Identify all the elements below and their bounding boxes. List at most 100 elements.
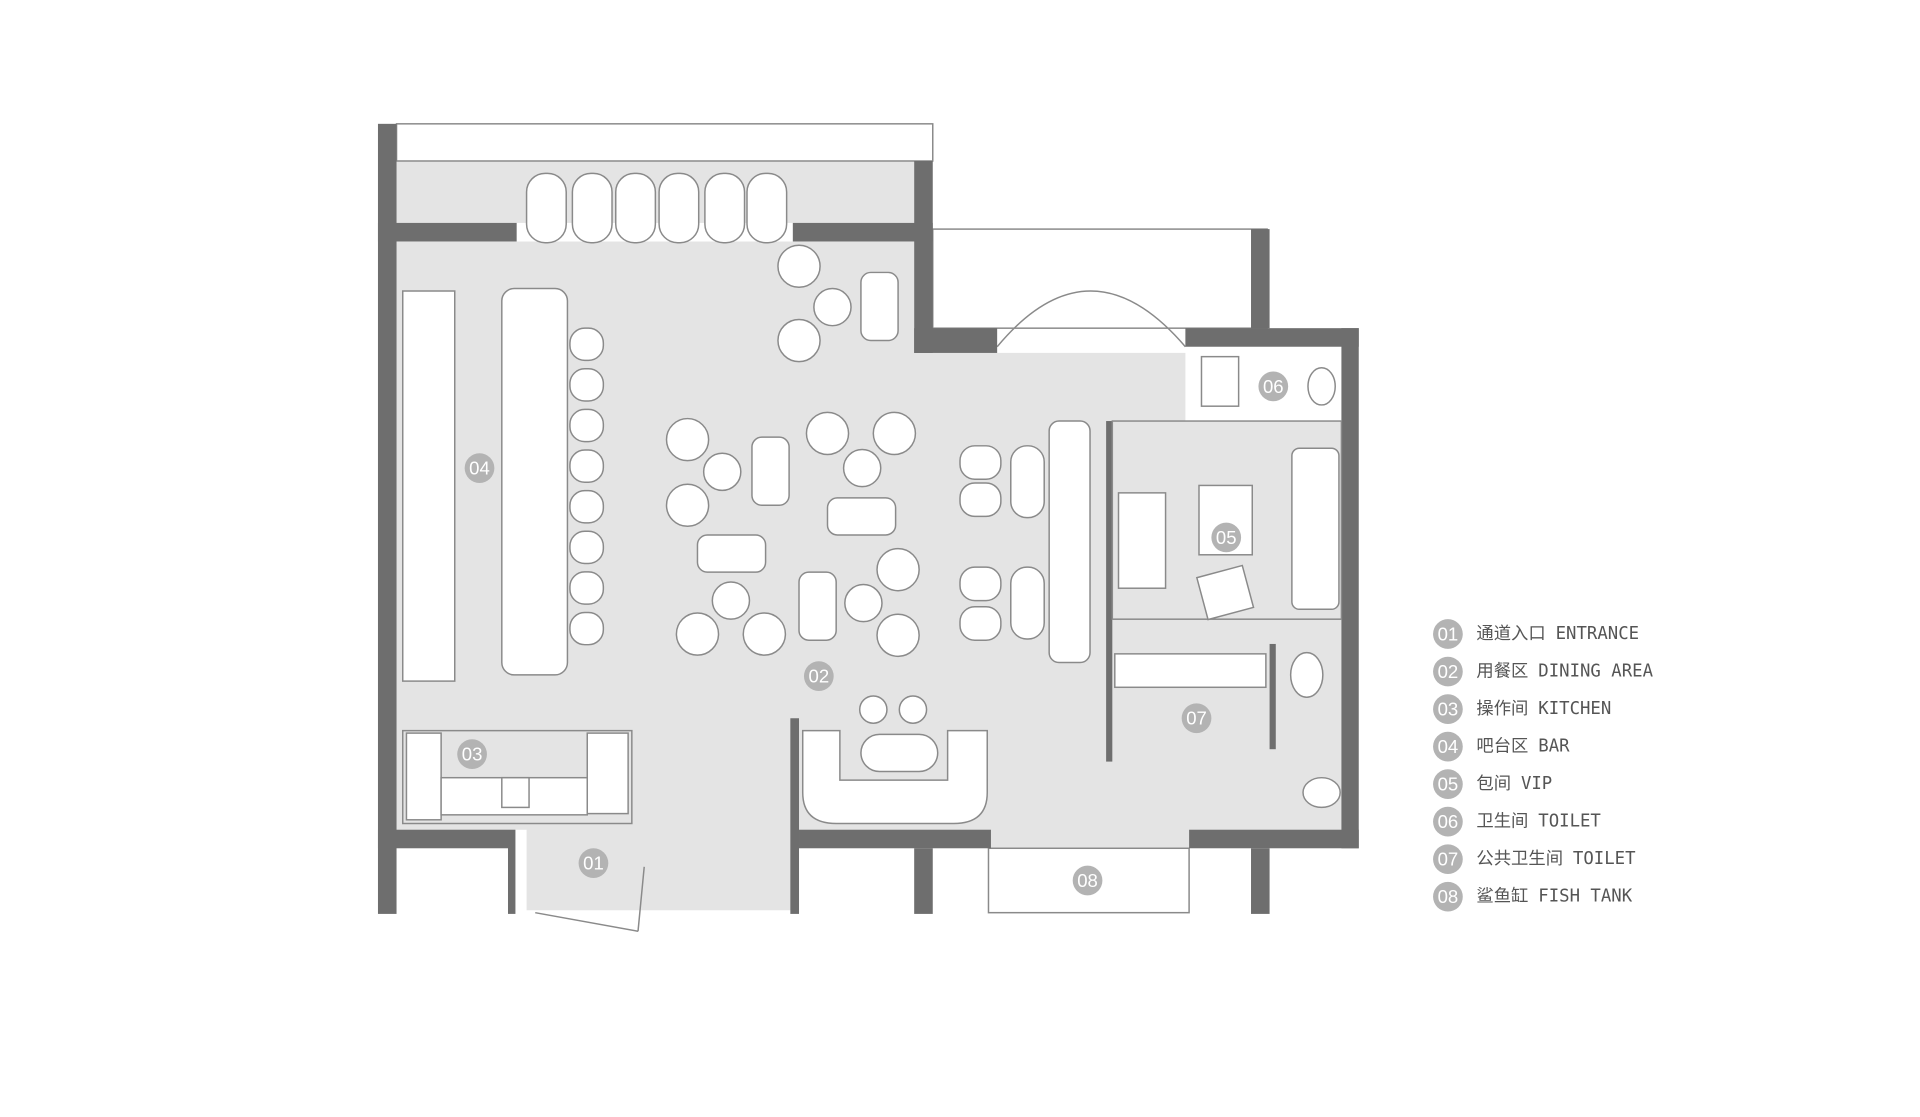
armchair — [860, 271, 899, 342]
stool — [898, 695, 928, 724]
dining-furniture — [665, 244, 1002, 658]
round-table — [711, 581, 751, 620]
chair — [959, 445, 1002, 480]
window-seat — [571, 172, 613, 244]
zone-number: 01 — [583, 853, 604, 874]
round-table — [702, 452, 742, 492]
legend-number: 04 — [1438, 736, 1459, 757]
chair — [777, 244, 821, 289]
zone-badge-07: 07 — [1181, 703, 1212, 734]
armchair — [798, 571, 837, 641]
bar-area — [401, 287, 605, 682]
zone-badge-01: 01 — [578, 848, 609, 878]
window-seat — [704, 172, 746, 244]
zone-badge-08: 08 — [1072, 865, 1103, 896]
round-table — [813, 287, 852, 327]
banquette — [1048, 420, 1091, 664]
legend-number: 08 — [1438, 886, 1459, 907]
zone-badge-05: 05 — [1211, 522, 1242, 553]
stool — [858, 695, 888, 724]
bar-stool — [569, 449, 605, 483]
legend-number: 06 — [1438, 811, 1459, 832]
chair — [959, 482, 1002, 518]
chair — [805, 411, 850, 456]
kitchen-room — [401, 729, 633, 825]
zone-number: 03 — [462, 744, 483, 765]
vip-sofa — [1291, 447, 1340, 611]
legend-badge — [1433, 731, 1463, 762]
chair — [959, 566, 1002, 602]
kitchen-counter — [405, 732, 442, 821]
round-table — [844, 583, 883, 623]
window-seat — [746, 172, 788, 244]
bar-stool — [569, 489, 605, 524]
entrance-door[interactable] — [535, 866, 645, 932]
window-bay — [932, 228, 1268, 329]
bar-stool — [569, 571, 605, 605]
legend-badge — [1433, 881, 1463, 912]
chair — [665, 417, 710, 462]
armchair — [826, 497, 897, 536]
legend-badge — [1433, 656, 1463, 687]
vip-sofa — [1117, 492, 1167, 589]
legend-badge — [1433, 769, 1463, 799]
bar-stool — [569, 530, 605, 565]
table — [1010, 566, 1045, 640]
table — [860, 733, 939, 773]
zone-number: 05 — [1216, 527, 1237, 548]
legend-number: 01 — [1438, 624, 1459, 645]
booth-sofa — [801, 729, 988, 825]
chair — [675, 612, 720, 656]
zone-badge-06: 06 — [1258, 371, 1289, 402]
armchair — [751, 436, 790, 506]
zone-badge-03: 03 — [457, 739, 487, 770]
legend-badge — [1433, 619, 1463, 649]
legend-badge — [1433, 806, 1463, 837]
kitchen-sink — [501, 776, 530, 809]
armchair — [696, 534, 767, 573]
vip-room — [1111, 420, 1343, 620]
bay-arch — [996, 290, 1186, 348]
window-seat — [614, 172, 657, 244]
zone-badge-02: 02 — [803, 661, 834, 692]
bar-stool — [569, 368, 605, 402]
legend-badge — [1433, 844, 1463, 875]
kitchen-counter — [586, 732, 629, 815]
toilet-bowl — [1302, 776, 1341, 809]
zone-number: 06 — [1263, 376, 1284, 397]
zone-number: 04 — [469, 458, 490, 479]
chair — [959, 606, 1002, 641]
zone-badge-04: 04 — [464, 453, 495, 483]
round-table — [842, 448, 882, 488]
washbasin-counter — [1114, 653, 1267, 689]
chair — [876, 547, 920, 592]
window-seat — [658, 172, 700, 244]
chair — [742, 612, 787, 656]
bar-stool — [569, 408, 605, 443]
bar-stool — [569, 611, 605, 646]
table — [1010, 445, 1045, 519]
legend-number: 05 — [1438, 774, 1459, 795]
toilet-bowl — [1307, 367, 1336, 406]
window-seats — [525, 172, 788, 244]
walls — [377, 123, 1359, 914]
window-frame — [395, 123, 934, 162]
chair — [777, 318, 821, 363]
zone-number: 08 — [1077, 870, 1098, 891]
window-seat — [525, 172, 567, 244]
